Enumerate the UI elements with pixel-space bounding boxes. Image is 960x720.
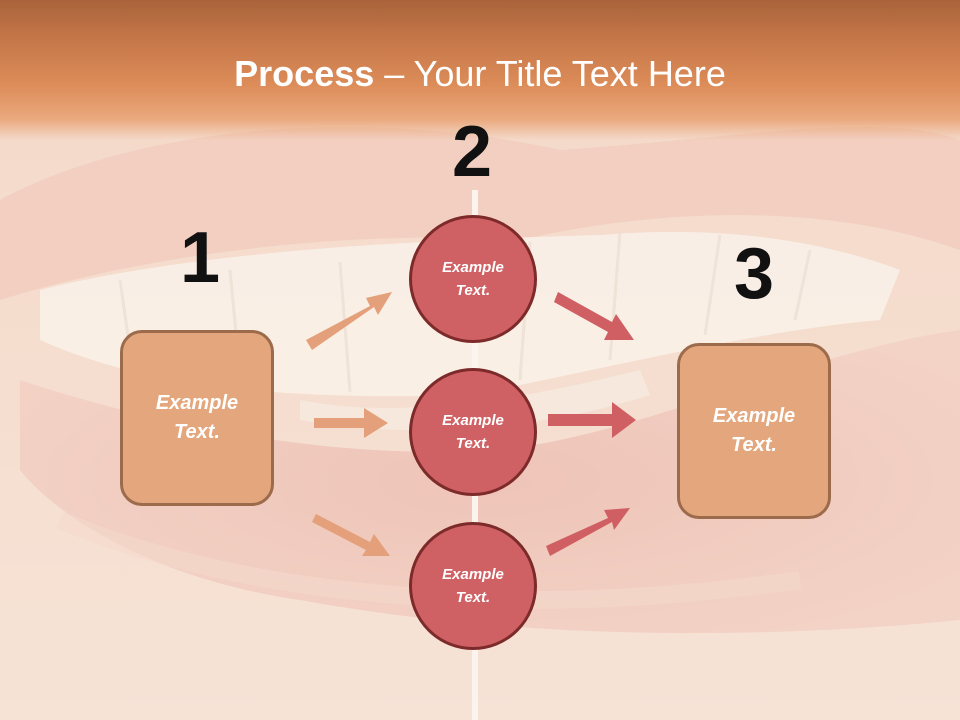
slide-title: Process – Your Title Text Here [0, 52, 960, 96]
circle-top-label: Example Text. [442, 259, 504, 299]
step-number-3: 3 [733, 234, 775, 314]
step-2-circle-bottom[interactable]: Example Text. [409, 522, 537, 650]
arrow-from-top-circle [554, 292, 634, 340]
title-rest: Your Title Text Here [413, 53, 726, 94]
circle-middle-label: Example Text. [442, 412, 504, 452]
left-arrows [306, 292, 392, 556]
step-2-circle-middle[interactable]: Example Text. [409, 368, 537, 496]
step-number-2: 2 [451, 112, 493, 192]
step-3-box[interactable]: Example Text. [677, 343, 831, 519]
circle-bottom-label: Example Text. [442, 566, 504, 606]
arrow-to-top-circle [306, 292, 392, 350]
title-dash: – [384, 53, 405, 94]
arrow-to-bottom-circle [312, 514, 390, 556]
step-1-box[interactable]: Example Text. [120, 330, 274, 506]
step-number-1: 1 [179, 218, 221, 298]
title-bold-part: Process [234, 53, 375, 94]
arrow-from-middle-circle [548, 402, 636, 438]
arrow-to-middle-circle [314, 408, 388, 438]
right-arrows [546, 292, 636, 556]
title-bar [0, 0, 960, 140]
step-1-box-label: Example Text. [155, 392, 239, 443]
arrow-from-bottom-circle [546, 508, 630, 556]
step-3-box-label: Example Text. [712, 405, 796, 456]
step-2-circle-top[interactable]: Example Text. [409, 215, 537, 343]
